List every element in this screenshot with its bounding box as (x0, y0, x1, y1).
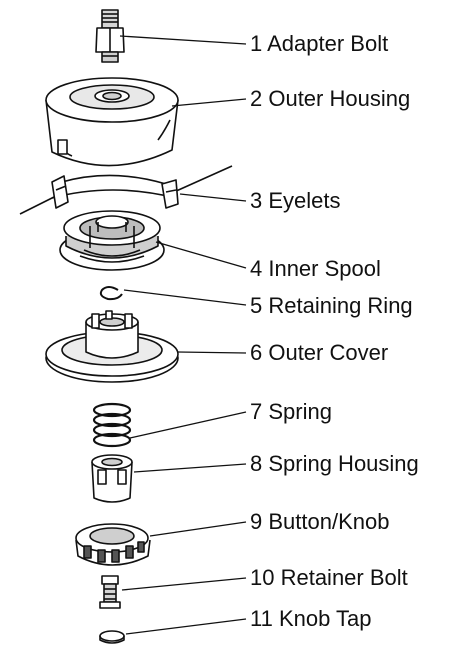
leader-line-11 (125, 618, 247, 635)
label-retainer-bolt: 10 Retainer Bolt (250, 565, 408, 590)
leader-line-2 (171, 98, 247, 107)
label-button-knob: 9 Button/Knob (250, 509, 390, 534)
label-knob-tap: 11 Knob Tap (250, 606, 372, 631)
leader-lines (119, 35, 247, 635)
label-eyelets: 3 Eyelets (250, 188, 341, 213)
leader-line-10 (121, 577, 247, 591)
outer-housing-part (45, 77, 179, 167)
label-retaining-ring: 5 Retaining Ring (250, 293, 413, 318)
label-adapter-bolt: 1 Adapter Bolt (250, 31, 389, 56)
leader-line-3 (179, 193, 247, 202)
button-knob-part (75, 523, 151, 566)
leader-line-4 (155, 241, 247, 269)
eyelets-part (19, 165, 233, 215)
leader-line-9 (149, 521, 247, 537)
knob-tap-part (99, 630, 125, 644)
spring-part (92, 402, 132, 448)
label-inner-spool: 4 Inner Spool (250, 256, 381, 281)
retaining-ring-part (99, 286, 123, 301)
inner-spool-part (59, 210, 165, 271)
outer-cover-part (45, 310, 179, 383)
label-spring: 7 Spring (250, 399, 332, 424)
leader-line-7 (129, 411, 247, 439)
label-outer-housing: 2 Outer Housing (250, 86, 411, 111)
leader-line-5 (123, 289, 247, 306)
label-outer-cover: 6 Outer Cover (250, 340, 389, 365)
spring-housing-part (91, 454, 133, 503)
leader-line-6 (177, 351, 247, 354)
adapter-bolt-part (95, 9, 125, 63)
label-spring-housing: 8 Spring Housing (250, 451, 419, 476)
leader-line-8 (133, 463, 247, 473)
leader-line-1 (119, 35, 247, 45)
retainer-bolt-part (99, 575, 121, 609)
